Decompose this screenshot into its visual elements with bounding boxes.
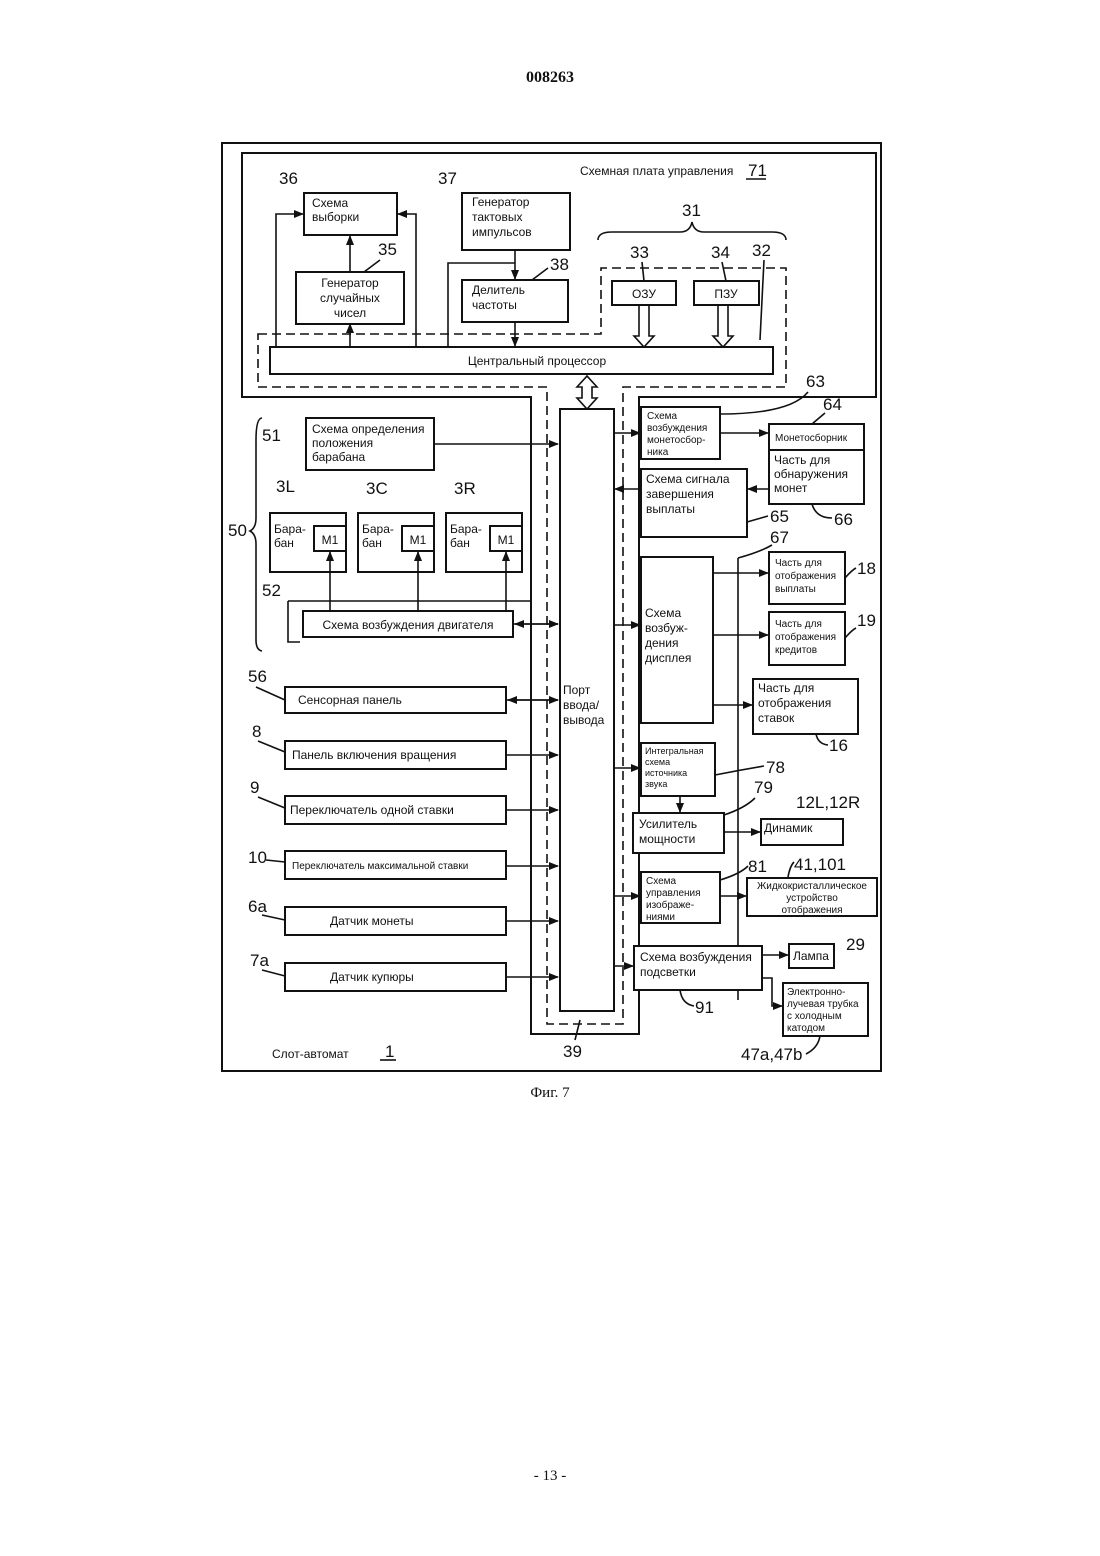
memory-group-brace: [598, 222, 786, 240]
speaker-ref: 12L,12R: [796, 793, 860, 812]
backlight-drive-ref: 91: [695, 998, 714, 1017]
touch-panel-ref: 56: [248, 667, 267, 686]
image-control-ref: 81: [748, 857, 767, 876]
control-board-ref: 71: [748, 161, 767, 180]
cpu-group-ref: 32: [752, 241, 771, 260]
rom-ref: 34: [711, 243, 730, 262]
ram-ref: 33: [630, 243, 649, 262]
coin-sensor-ref: 6a: [248, 897, 267, 916]
rom-bus-arrow: [713, 305, 733, 347]
figure-caption: Фиг. 7: [530, 1085, 570, 1101]
control-board-label: Схемная плата управления: [580, 164, 733, 178]
coin-sensor-label: Датчик монеты: [330, 914, 414, 928]
spin-panel-ref: 8: [252, 722, 261, 741]
credit-display-ref: 19: [857, 611, 876, 630]
ram-bus-arrow: [634, 305, 654, 347]
slot-machine-label: Слот-автомат: [272, 1047, 349, 1061]
motor-drive-ref: 52: [262, 581, 281, 600]
document-number: 008263: [526, 69, 574, 86]
speaker-label: Динамик: [764, 821, 813, 835]
hopper-drive-ref: 63: [806, 372, 825, 391]
bill-sensor-label: Датчик купюры: [330, 970, 414, 984]
reel-right-ref: 3R: [454, 479, 476, 498]
sound-ic-ref: 78: [766, 758, 785, 777]
payout-display-ref: 18: [857, 559, 876, 578]
rng-ref: 35: [378, 240, 397, 259]
amplifier-ref: 79: [754, 778, 773, 797]
page-number: - 13 -: [534, 1468, 567, 1484]
coin-detect-ref: 66: [834, 510, 853, 529]
hopper-label: Монетосборник: [775, 432, 848, 444]
max-bet-switch-label: Переключатель максимальной ставки: [292, 861, 468, 872]
lcd-ref: 41,101: [794, 855, 846, 874]
reel-center-motor-label: M1: [410, 533, 427, 547]
amplifier-label: Усилительмощности: [639, 817, 697, 846]
payout-end-ref: 65: [770, 507, 789, 526]
bill-sensor-ref: 7a: [250, 951, 269, 970]
lamp-label: Лампа: [793, 949, 829, 963]
reel-group-brace: [250, 418, 262, 651]
lamp-ref: 29: [846, 935, 865, 954]
reel-group-ref: 50: [228, 521, 247, 540]
motor-drive-label: Схема возбуждения двигателя: [323, 618, 494, 632]
io-port-ref: 39: [563, 1042, 582, 1061]
frequency-divider-ref: 38: [550, 255, 569, 274]
one-bet-switch-label: Переключатель одной ставки: [290, 803, 454, 817]
max-bet-switch-ref: 10: [248, 848, 267, 867]
slot-machine-ref: 1: [385, 1042, 394, 1061]
rom-label: ПЗУ: [714, 287, 738, 301]
reel-left-motor-label: M1: [322, 533, 339, 547]
ccfl-ref: 47a,47b: [741, 1045, 802, 1064]
sampling-circuit-ref: 36: [279, 169, 298, 188]
reel-center-ref: 3C: [366, 479, 388, 498]
clock-generator-ref: 37: [438, 169, 457, 188]
cpu-io-bus-arrow: [577, 376, 597, 409]
ram-label: ОЗУ: [632, 287, 656, 301]
bet-display-ref: 16: [829, 736, 848, 755]
reel-left-ref: 3L: [276, 477, 295, 496]
cpu-label: Центральный процессор: [468, 354, 607, 368]
one-bet-switch-ref: 9: [250, 778, 259, 797]
hopper-ref: 64: [823, 395, 842, 414]
display-drive-ref: 67: [770, 528, 789, 547]
spin-panel-label: Панель включения вращения: [292, 748, 456, 762]
memory-group-ref: 31: [682, 201, 701, 220]
reel-right-motor-label: M1: [498, 533, 515, 547]
reel-position-ref: 51: [262, 426, 281, 445]
touch-panel-label: Сенсорная панель: [298, 693, 402, 707]
